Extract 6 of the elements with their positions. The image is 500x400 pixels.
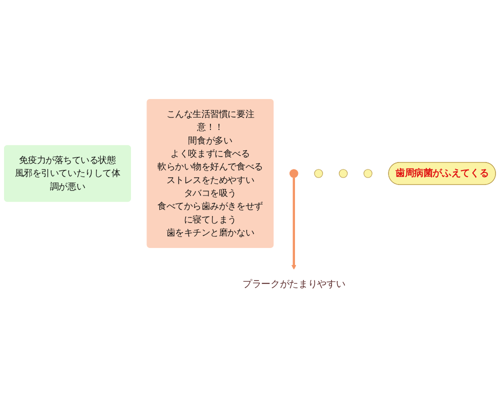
node-text: プラークがたまりやすい [242, 279, 346, 290]
node-circle [364, 169, 372, 178]
node-circle [289, 169, 298, 178]
node-circle [314, 169, 323, 178]
arrow [291, 178, 296, 270]
node-circle [338, 169, 348, 178]
